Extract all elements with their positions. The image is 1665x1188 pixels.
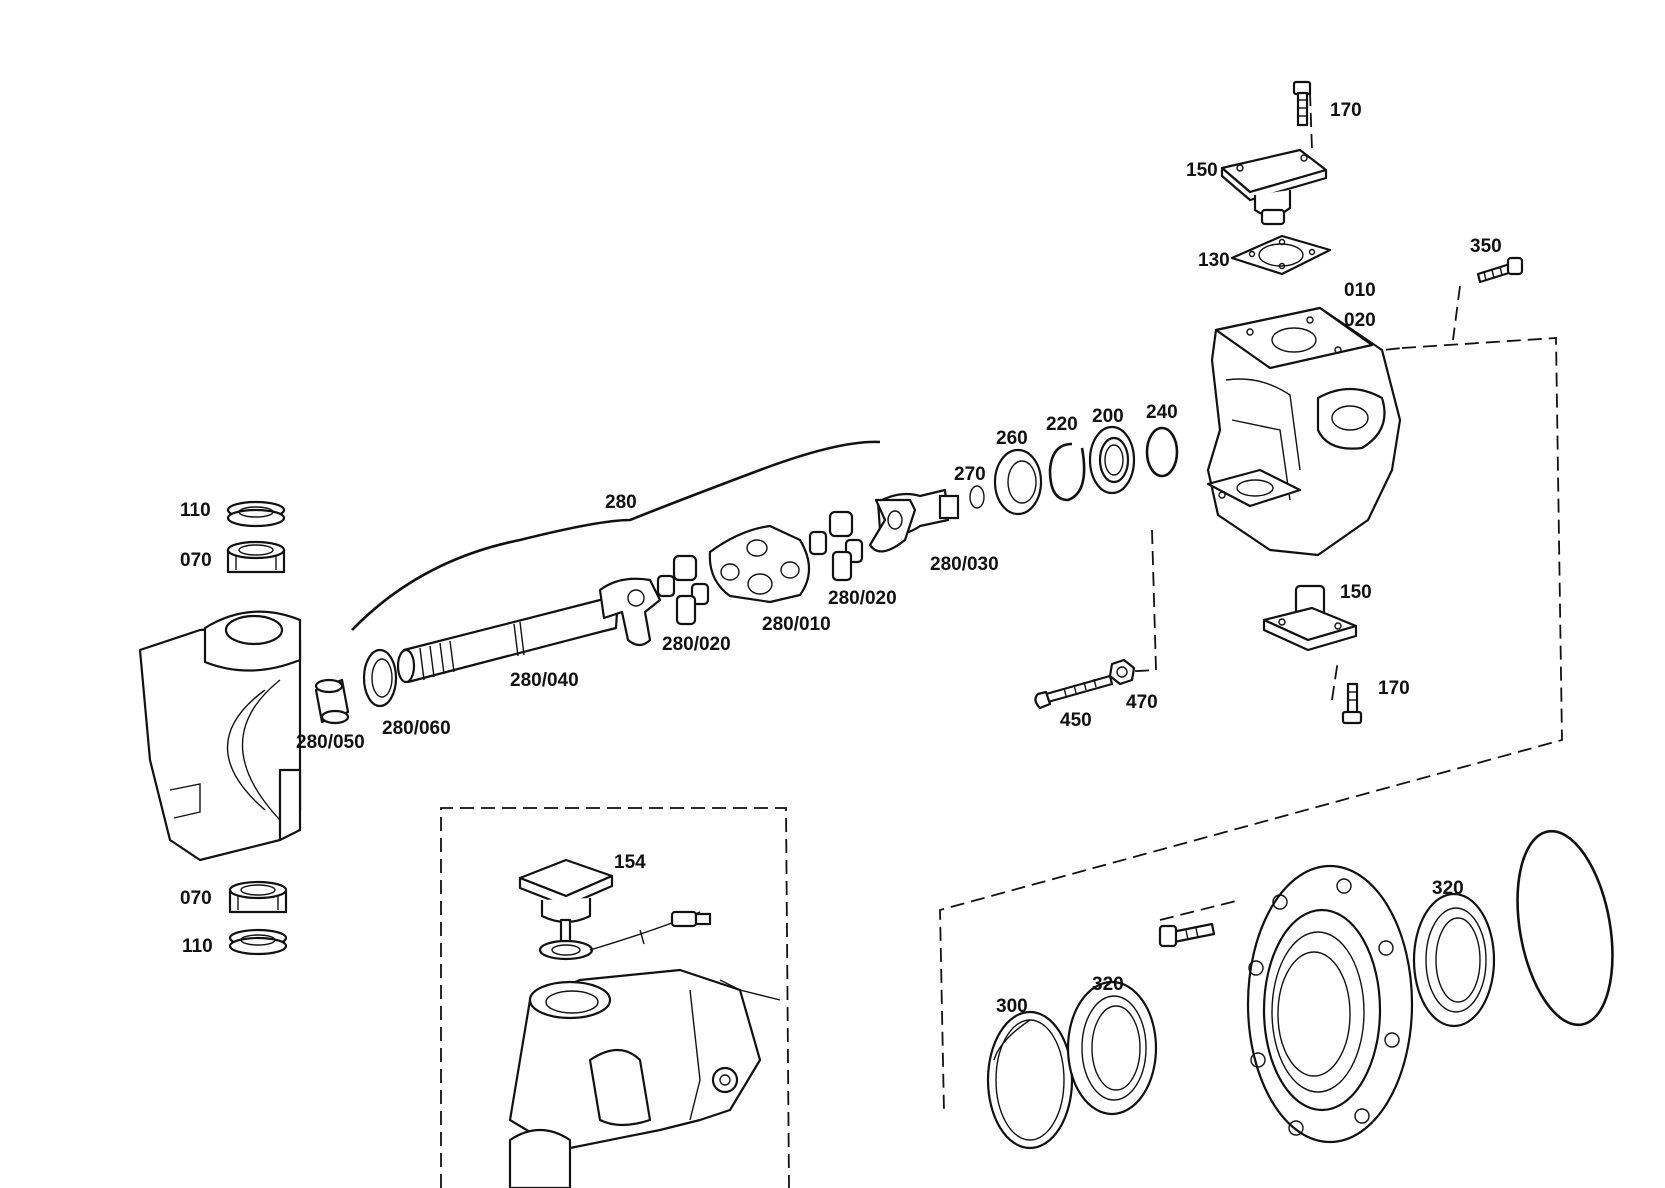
label-150-top: 150: [1186, 160, 1218, 181]
label-470: 470: [1126, 692, 1158, 713]
label-010: 010: [1344, 280, 1376, 301]
double-yoke-280-010: [708, 524, 811, 604]
bolt-170-top: [1292, 80, 1312, 127]
label-130: 130: [1198, 250, 1230, 271]
label-350: 350: [1470, 236, 1502, 257]
bearing-ring-110-bottom: [228, 928, 288, 956]
callout-labels: 170 150 130 350 010 020 240 200 220 260 …: [180, 100, 1502, 1017]
label-260: 260: [996, 428, 1028, 449]
label-450: 450: [1060, 710, 1092, 731]
label-220: 220: [1046, 414, 1078, 435]
label-070-bottom: 070: [180, 888, 212, 909]
label-110-top: 110: [180, 500, 211, 521]
label-020: 020: [1344, 310, 1376, 331]
universal-cross-280-020-left: [656, 554, 710, 626]
stub-shaft-280-030: [868, 488, 960, 553]
label-280-040: 280/040: [510, 670, 579, 691]
seal-260: [993, 448, 1043, 516]
label-270: 270: [954, 464, 986, 485]
wheel-hub: [1246, 864, 1414, 1144]
snap-ring-220: [1048, 442, 1086, 502]
bearing-320-right: [1412, 892, 1496, 1028]
axle-shaft-280-040: [396, 577, 662, 684]
label-280-020-left: 280/020: [662, 634, 731, 655]
ring-270: [969, 485, 985, 509]
label-320-left: 320: [1092, 974, 1124, 995]
bolt-hub: [1158, 922, 1216, 948]
steering-knuckle-housing-010-020: [1206, 306, 1402, 557]
label-280-020-right: 280/020: [828, 588, 897, 609]
label-154: 154: [614, 852, 646, 873]
label-150-bottom: 150: [1340, 582, 1372, 603]
assembly-280-bracket: [351, 440, 881, 631]
label-240: 240: [1146, 402, 1178, 423]
knuckle-housing-inset: [508, 968, 781, 1188]
universal-cross-280-020-right: [808, 510, 864, 582]
axle-housing-left: [138, 610, 302, 862]
label-280-010: 280/010: [762, 614, 831, 635]
label-280-050: 280/050: [296, 732, 365, 753]
label-110-bottom: 110: [182, 936, 213, 957]
label-170-bottom: 170: [1378, 678, 1410, 699]
cap-150-top: [1220, 148, 1328, 226]
label-280-060: 280/060: [382, 718, 451, 739]
bearing-200: [1088, 425, 1136, 495]
seal-280-060: [362, 648, 398, 708]
seal-300: [986, 1010, 1074, 1150]
bushing-280-050: [314, 678, 350, 725]
nut-470: [1108, 658, 1136, 686]
inset-detail-frame: [440, 807, 790, 1188]
circlip-240: [1145, 426, 1179, 478]
bolt-170-bottom: [1341, 682, 1363, 725]
bolt-450: [1034, 674, 1114, 710]
bearing-070-top: [226, 540, 286, 574]
gasket-130: [1230, 234, 1332, 276]
label-280-030: 280/030: [930, 554, 999, 575]
label-300: 300: [996, 996, 1028, 1017]
sensor-assembly-154: [518, 858, 712, 961]
bolt-350: [1476, 256, 1524, 284]
bearing-ring-110-top: [226, 500, 286, 528]
bearing-070-bottom: [228, 880, 288, 914]
cap-150-bottom: [1262, 584, 1358, 652]
label-170-top: 170: [1330, 100, 1362, 121]
label-200: 200: [1092, 406, 1124, 427]
o-ring-large: [1516, 829, 1614, 1027]
bearing-320-left: [1066, 980, 1158, 1116]
label-280: 280: [605, 492, 637, 513]
label-070-top: 070: [180, 550, 212, 571]
label-320-right: 320: [1432, 878, 1464, 899]
